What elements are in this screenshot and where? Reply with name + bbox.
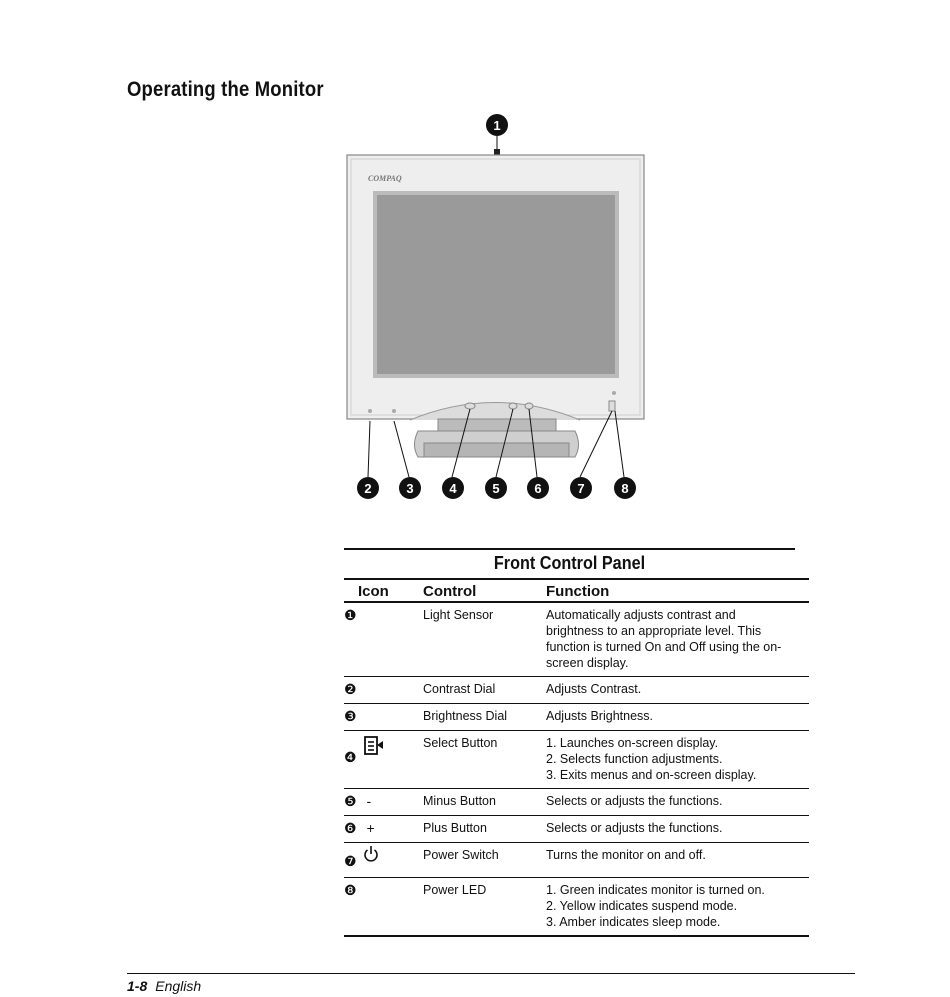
row-icon-cell: ❻ + [344,815,423,843]
function-line: Selects or adjusts the functions. [546,794,723,808]
function-line: 2. Yellow indicates suspend mode. [546,899,738,913]
minus-symbol: - [366,793,372,809]
callout-3-label: 3 [406,481,413,496]
callout-number: ❺ [344,793,357,809]
monitor-screen [373,191,619,378]
row-icon-cell: ❼ [344,842,423,878]
brand-logo: COMPAQ [368,174,402,183]
footer-language: English [155,978,202,994]
function-line: Turns the monitor on and off. [546,848,706,862]
callout-6-label: 6 [534,481,541,496]
power-icon [363,845,379,866]
function-line: Selects or adjusts the functions. [546,821,723,835]
page-title: Operating the Monitor [127,78,324,101]
function-cell: Selects or adjusts the functions. [546,815,809,843]
header-function: Function [546,578,809,603]
row-icon-cell: ❷ [344,676,423,704]
control-cell: Contrast Dial [423,676,546,704]
function-cell: 1. Green indicates monitor is turned on.… [546,877,809,937]
row-icon-cell: ❽ [344,877,423,937]
callout-2-label: 2 [364,481,371,496]
page-footer: 1-8 English [127,978,201,994]
function-cell: Adjusts Contrast. [546,676,809,704]
control-cell: Power Switch [423,842,546,878]
table-header-row: Icon Control Function [344,578,809,603]
row-icon-cell: ❶ [344,602,423,677]
callout-number: ❷ [344,681,357,697]
function-line: 1. Launches on-screen display. [546,736,719,750]
callout-5 [485,477,507,499]
control-cell: Select Button [423,730,546,789]
table-row: ❺ - Minus Button Selects or adjusts the … [344,788,809,816]
monitor-figure: 1 COMPAQ 2 3 [330,105,660,510]
callout-number: ❹ [344,749,357,765]
function-line: Adjusts Brightness. [546,709,653,723]
table-row: ❷ Contrast Dial Adjusts Contrast. [344,676,809,704]
function-line: 1. Green indicates monitor is turned on. [546,883,765,897]
callout-4 [442,477,464,499]
function-line: 3. Exits menus and on-screen display. [546,768,757,782]
front-control-panel-table: Front Control Panel Icon Control Functio… [344,548,809,937]
function-line: Automatically adjusts contrast and [546,608,736,622]
table-row: ❼ Power Switch Turns the monitor on and … [344,842,809,878]
callout-8-label: 8 [621,481,628,496]
menu-select-icon [363,735,385,760]
select-button-shape [464,402,476,410]
function-line: screen display. [546,656,629,670]
controls-table: Icon Control Function ❶ Light Sensor Aut… [344,578,809,937]
row-icon-cell: ❸ [344,703,423,731]
plus-symbol: + [366,820,375,836]
table-row: ❻ + Plus Button Selects or adjusts the f… [344,815,809,843]
function-cell: Automatically adjusts contrast and brigh… [546,602,809,677]
callout-8 [614,477,636,499]
table-top-rule [344,548,795,550]
function-line: brightness to an appropriate level. This [546,624,762,638]
table-row: ❸ Brightness Dial Adjusts Brightness. [344,703,809,731]
function-cell: Adjusts Brightness. [546,703,809,731]
control-cell: Brightness Dial [423,703,546,731]
control-cell: Plus Button [423,815,546,843]
function-line: Adjusts Contrast. [546,682,642,696]
plus-button-shape [524,402,534,410]
callout-1-label: 1 [493,118,500,133]
function-line: 2. Selects function adjustments. [546,752,723,766]
monitor-illustration: 1 COMPAQ 2 3 [346,114,645,499]
callout-7-label: 7 [577,481,584,496]
minus-button-shape [508,402,518,410]
header-icon: Icon [344,578,423,603]
function-cell: 1. Launches on-screen display. 2. Select… [546,730,809,789]
row-icon-cell: ❹ [344,730,423,789]
table-row: ❽ Power LED 1. Green indicates monitor i… [344,877,809,937]
callout-number: ❻ [344,820,357,836]
callout-4-label: 4 [449,481,457,496]
control-cell: Power LED [423,877,546,937]
table-row: ❶ Light Sensor Automatically adjusts con… [344,602,809,677]
function-line: 3. Amber indicates sleep mode. [546,915,721,929]
callout-7 [570,477,592,499]
table-row: ❹ Select Button [344,730,809,789]
callout-number: ❶ [344,607,357,623]
control-cell: Minus Button [423,788,546,816]
table-title: Front Control Panel [493,553,646,573]
function-cell: Selects or adjusts the functions. [546,788,809,816]
callout-number: ❼ [344,853,357,869]
footer-rule [127,973,855,974]
header-control: Control [423,578,546,603]
callout-1 [486,114,508,136]
callout-5-label: 5 [492,481,499,496]
callout-6 [527,477,549,499]
callout-3 [399,477,421,499]
function-cell: Turns the monitor on and off. [546,842,809,878]
row-icon-cell: ❺ - [344,788,423,816]
function-line: function is turned On and Off using the … [546,640,782,654]
page-number: 1-8 [127,978,148,994]
callout-2 [357,477,379,499]
control-cell: Light Sensor [423,602,546,677]
callout-number: ❸ [344,708,357,724]
callout-number: ❽ [344,882,357,898]
